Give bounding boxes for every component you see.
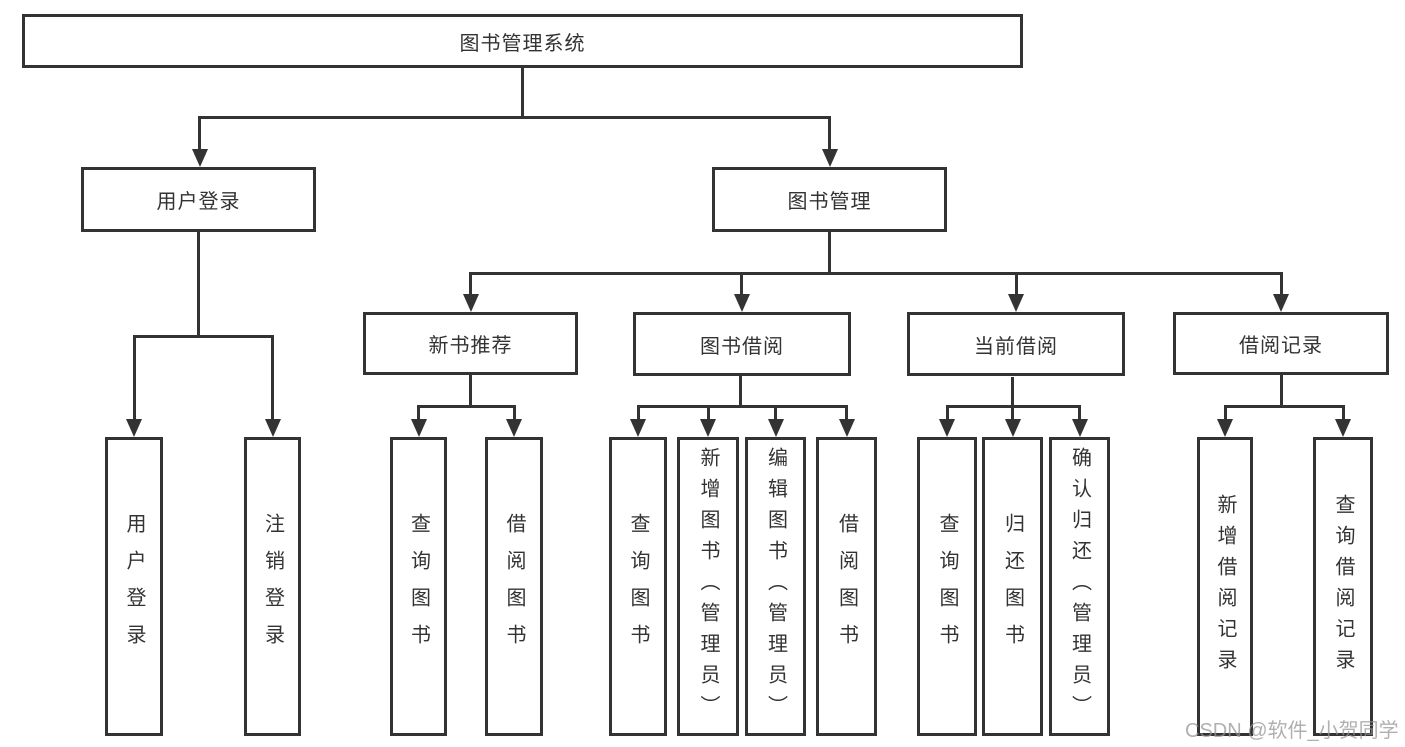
arrow-down-icon — [822, 149, 838, 167]
leaf-label: 注销登录 — [261, 512, 284, 661]
leaf-confirm-return-admin: 确认归还（管理员） — [1049, 437, 1110, 736]
connector-line — [513, 405, 516, 422]
node-label: 图书管理 — [787, 191, 872, 213]
leaf-label: 编辑图书（管理员） — [764, 447, 787, 726]
leaf-label: 借阅图书 — [835, 512, 858, 661]
arrow-down-icon — [126, 419, 142, 437]
leaf-label: 用户登录 — [123, 512, 145, 661]
arrow-down-icon — [1072, 419, 1088, 437]
connector-line — [828, 116, 831, 152]
leaf-add-borrow-record: 新增借阅记录 — [1197, 437, 1253, 736]
connector-line — [774, 405, 777, 422]
leaf-label: 查询借阅记录 — [1332, 493, 1354, 680]
node-label: 当前借阅 — [974, 335, 1058, 358]
arrow-down-icon — [192, 149, 208, 167]
leaf-label: 新增借阅记录 — [1214, 493, 1236, 680]
connector-line — [271, 335, 274, 421]
leaf-query-books: 查询图书 — [609, 437, 667, 736]
connector-line — [469, 272, 472, 297]
connector-line — [1015, 272, 1018, 297]
arrow-down-icon — [463, 294, 479, 312]
leaf-borrow-books: 借阅图书 — [485, 437, 543, 736]
arrow-down-icon — [1273, 294, 1289, 312]
arrow-down-icon — [1008, 294, 1024, 312]
connector-line — [637, 405, 640, 422]
connector-line — [1342, 405, 1345, 422]
node-label: 借阅记录 — [1239, 335, 1323, 357]
node-label: 新书推荐 — [428, 335, 513, 357]
arrow-down-icon — [265, 419, 281, 437]
node-new-book-recommendation: 新书推荐 — [363, 312, 578, 375]
leaf-query-books: 查询图书 — [917, 437, 977, 736]
node-label: 用户登录 — [156, 191, 241, 213]
node-current-borrowing: 当前借阅 — [907, 312, 1125, 376]
connector-line — [1280, 272, 1283, 297]
connector-line — [946, 405, 949, 422]
connector-line — [1078, 405, 1081, 422]
connector-line — [1224, 405, 1227, 422]
arrow-down-icon — [1335, 419, 1351, 437]
leaf-label: 查询图书 — [936, 512, 958, 661]
connector-line — [469, 375, 472, 408]
leaf-label: 借阅图书 — [503, 512, 525, 661]
watermark: CSDN @软件_小贺同学 — [1185, 720, 1399, 742]
node-user-login: 用户登录 — [81, 167, 316, 232]
connector-line — [417, 405, 420, 422]
leaf-query-borrow-record: 查询借阅记录 — [1313, 437, 1373, 736]
connector-line — [198, 116, 831, 119]
leaf-borrow-books: 借阅图书 — [816, 437, 877, 736]
leaf-label: 归还图书 — [1001, 512, 1024, 661]
arrow-down-icon — [1217, 419, 1233, 437]
arrow-down-icon — [1005, 419, 1021, 437]
node-label: 图书管理系统 — [459, 32, 586, 55]
leaf-label: 查询图书 — [407, 512, 430, 661]
leaf-label: 查询图书 — [627, 512, 649, 661]
leaf-label: 新增图书（管理员） — [697, 447, 719, 726]
connector-line — [521, 68, 524, 119]
leaf-query-books: 查询图书 — [390, 437, 447, 736]
connector-line — [133, 335, 274, 338]
node-book-management: 图书管理 — [712, 167, 947, 232]
connector-line — [845, 405, 848, 422]
connector-line — [469, 272, 1282, 275]
connector-line — [739, 376, 742, 408]
connector-line — [198, 116, 201, 152]
connector-line — [1011, 377, 1014, 408]
connector-line — [417, 405, 516, 408]
connector-line — [197, 232, 200, 338]
connector-line — [740, 272, 743, 297]
leaf-add-books-admin: 新增图书（管理员） — [677, 437, 739, 736]
leaf-label: 确认归还（管理员） — [1068, 447, 1091, 726]
arrow-down-icon — [700, 419, 716, 437]
arrow-down-icon — [839, 419, 855, 437]
connector-line — [707, 405, 710, 422]
connector-line — [1224, 405, 1344, 408]
arrow-down-icon — [734, 294, 750, 312]
leaf-edit-books-admin: 编辑图书（管理员） — [745, 437, 806, 736]
connector-line — [133, 335, 136, 421]
node-library-management-system: 图书管理系统 — [22, 14, 1023, 68]
node-borrowing-records: 借阅记录 — [1173, 312, 1389, 375]
leaf-return-books: 归还图书 — [982, 437, 1043, 736]
arrow-down-icon — [768, 419, 784, 437]
leaf-logout: 注销登录 — [244, 437, 301, 736]
node-label: 图书借阅 — [700, 335, 784, 358]
connector-line — [1011, 405, 1014, 422]
leaf-user-login: 用户登录 — [105, 437, 163, 736]
arrow-down-icon — [939, 419, 955, 437]
connector-line — [1280, 374, 1283, 408]
node-book-borrowing: 图书借阅 — [633, 312, 851, 376]
arrow-down-icon — [506, 419, 522, 437]
connector-line — [828, 232, 831, 275]
arrow-down-icon — [411, 419, 427, 437]
connector-line — [637, 405, 848, 408]
arrow-down-icon — [630, 419, 646, 437]
